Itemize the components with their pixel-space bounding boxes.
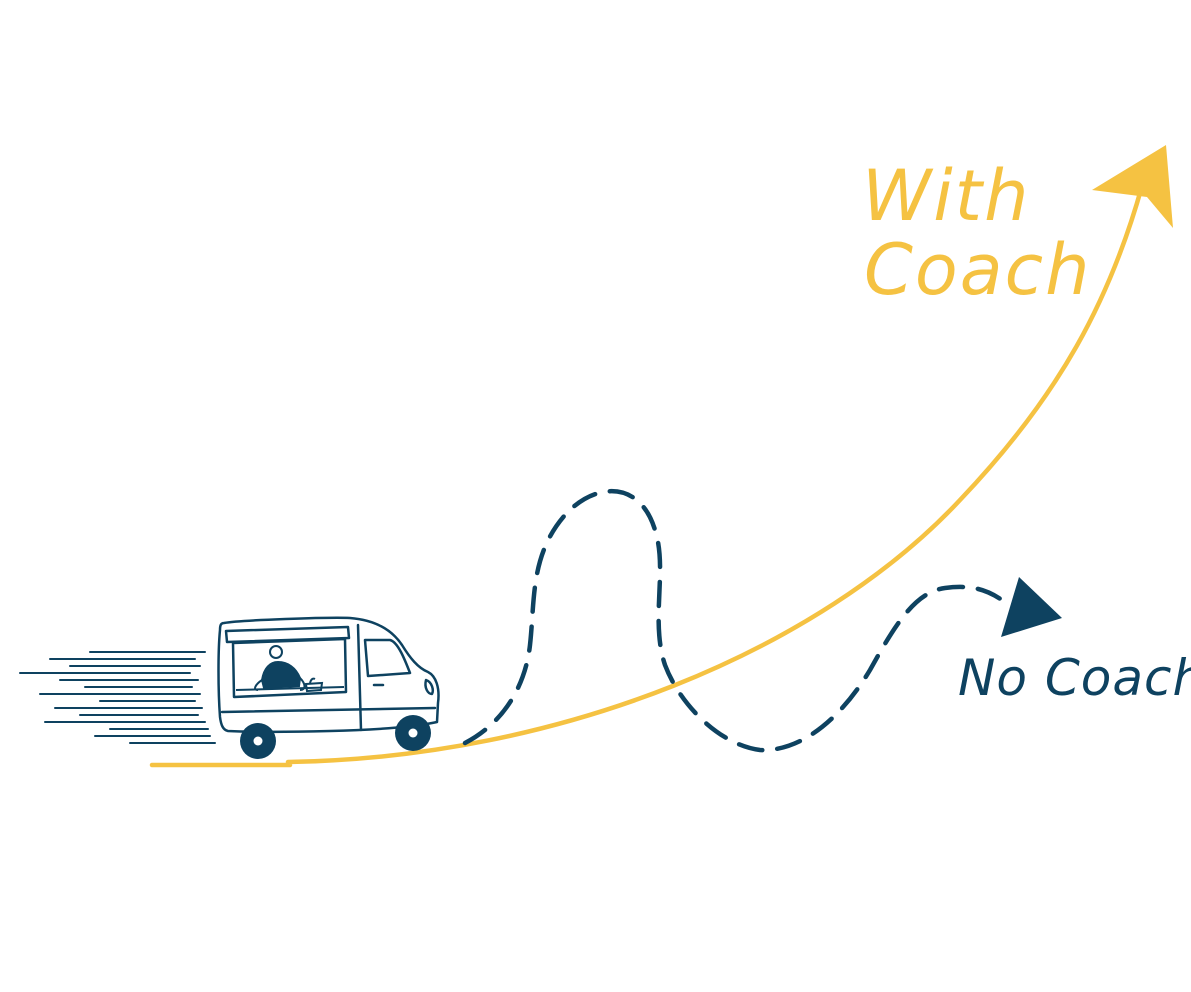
- with-coach-arrowhead: [1092, 145, 1173, 228]
- with-coach-label-line2: Coach: [864, 228, 1092, 311]
- with-coach-label: With Coach: [862, 155, 1092, 311]
- speed-lines: [19, 651, 216, 744]
- with-coach-label-line1: With: [862, 155, 1031, 237]
- no-coach-arrowhead: [1001, 577, 1062, 637]
- with-coach-line: [149, 183, 1145, 768]
- vendor-person-icon: [235, 645, 345, 693]
- no-coach-label: No Coach: [958, 649, 1191, 707]
- truck-wheels: [240, 715, 431, 759]
- no-coach-line: [462, 489, 1005, 753]
- food-truck-icon: [217, 616, 440, 733]
